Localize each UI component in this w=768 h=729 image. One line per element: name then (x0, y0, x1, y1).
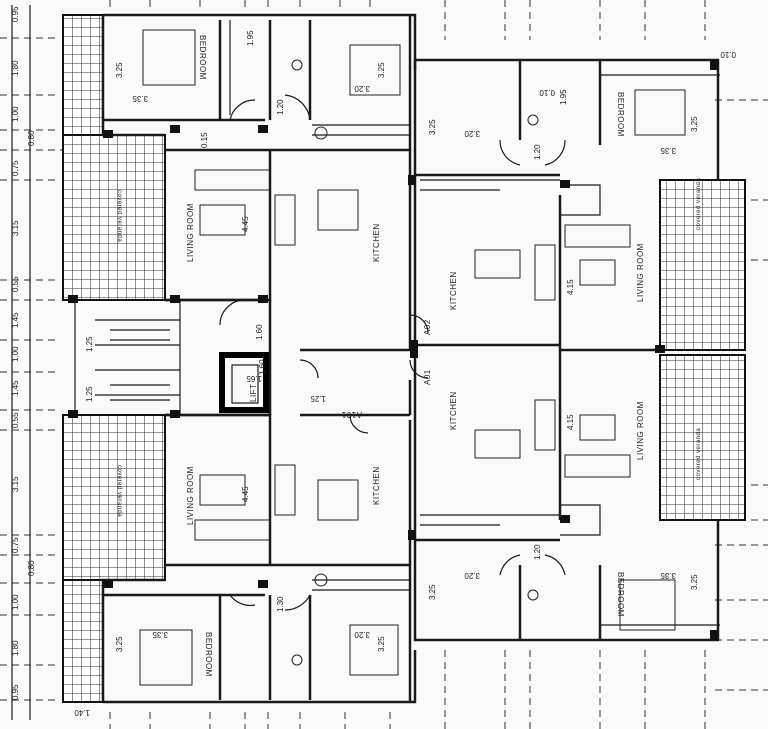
dim: 3.25 (115, 636, 124, 652)
dim: 1.30 (276, 596, 285, 612)
dim: 1.95 (246, 30, 255, 46)
label-kitchen: KITCHEN (372, 466, 381, 505)
dim: 3.25 (690, 574, 699, 590)
dim: 1.25 (310, 394, 326, 403)
dim: 0.75 (11, 160, 20, 176)
dim: 3.25 (428, 119, 437, 135)
dim: 0.55 (11, 412, 20, 428)
dim: 1.00 (11, 594, 20, 610)
veranda-bottom-left (62, 579, 104, 703)
dim: 3.25 (115, 62, 124, 78)
left-dimension-labels: 0.95 1.80 1.00 0.80 0.75 3.15 0.55 1.45 … (11, 6, 36, 700)
veranda-top-left-main (62, 134, 166, 301)
veranda-top-right (659, 179, 746, 351)
label-kitchen: KITCHEN (372, 223, 381, 262)
veranda-bottom-right (659, 354, 746, 521)
door-a01: A01 (423, 369, 432, 385)
dim: 3.20 (464, 129, 480, 138)
door-a101: A101 (341, 410, 362, 419)
label-living-room: LIVING ROOM (636, 401, 645, 460)
dim: 1.25 (85, 336, 94, 352)
dim: 3.15 (11, 220, 20, 236)
dim: 1.25 (85, 386, 94, 402)
dim: 0.80 (27, 560, 36, 576)
label-bedroom: BEDROOM (198, 35, 207, 80)
dim: 1.80 (11, 60, 20, 76)
furniture (139, 29, 686, 686)
label-lift: LIFT (249, 384, 258, 402)
label-kitchen: KITCHEN (449, 271, 458, 310)
dim: 1.65 (246, 374, 262, 383)
dim: 1.60 (258, 359, 267, 375)
doors (219, 94, 566, 611)
dim: 3.25 (377, 62, 386, 78)
dim: 0.95 (11, 6, 20, 22)
veranda-bottom-left-main (62, 414, 166, 581)
dim: 0.55 (11, 276, 20, 292)
dim: 4.15 (566, 414, 575, 430)
label-living-room: LIVING ROOM (186, 466, 195, 525)
dim: 1.80 (11, 640, 20, 656)
dim: 4.45 (241, 486, 250, 502)
dim: 1.20 (533, 544, 542, 560)
dim: 4.15 (566, 279, 575, 295)
dim: 3.35 (132, 94, 148, 103)
dim: 3.15 (11, 476, 20, 492)
dim: 0.95 (11, 684, 20, 700)
label-bedroom: BEDROOM (616, 92, 625, 137)
veranda-top-left (62, 14, 104, 136)
dim: 3.25 (428, 584, 437, 600)
dim: 0.80 (27, 130, 36, 146)
label-veranda: covered veranda (696, 428, 702, 480)
dim: 1.00 (11, 106, 20, 122)
dim: 1.45 (11, 312, 20, 328)
label-bedroom: BEDROOM (616, 572, 625, 617)
label-bedroom: BEDROOM (204, 632, 213, 677)
dim: 3.35 (660, 146, 676, 155)
label-veranda: covered veranda (696, 178, 702, 230)
dim: 4.45 (241, 216, 250, 232)
dim: 0.10 (539, 88, 555, 97)
columns (68, 60, 718, 640)
label-living-room: LIVING ROOM (636, 243, 645, 302)
dim: 3.25 (377, 636, 386, 652)
dim: 1.20 (533, 144, 542, 160)
dim: 0.10 (720, 50, 736, 59)
room-dimension-labels: 3.35 3.25 3.20 3.25 1.20 1.95 0.15 4.45 … (74, 30, 736, 717)
dim: 3.35 (152, 630, 168, 639)
label-kitchen: KITCHEN (449, 391, 458, 430)
room-labels: BEDROOM BEDROOM BEDROOM BEDROOM LIVING R… (116, 35, 702, 677)
dim: 1.40 (74, 708, 90, 717)
dim: 3.20 (464, 571, 480, 580)
dim: 1.45 (11, 380, 20, 396)
walls (74, 13, 720, 704)
dim: 1.20 (276, 99, 285, 115)
dim: 1.60 (255, 324, 264, 340)
dim: 0.15 (200, 132, 209, 148)
dim: 0.75 (11, 537, 20, 553)
label-veranda: covered veranda (116, 465, 122, 517)
dim: 3.20 (354, 630, 370, 639)
dim: 1.00 (11, 346, 20, 362)
dim: 3.20 (354, 84, 370, 93)
label-veranda: covered veranda (116, 190, 122, 242)
label-living-room: LIVING ROOM (186, 203, 195, 262)
dim: 3.35 (660, 571, 676, 580)
dim: 1.95 (559, 89, 568, 105)
dim: 3.25 (690, 116, 699, 132)
door-a02: A02 (423, 319, 432, 335)
